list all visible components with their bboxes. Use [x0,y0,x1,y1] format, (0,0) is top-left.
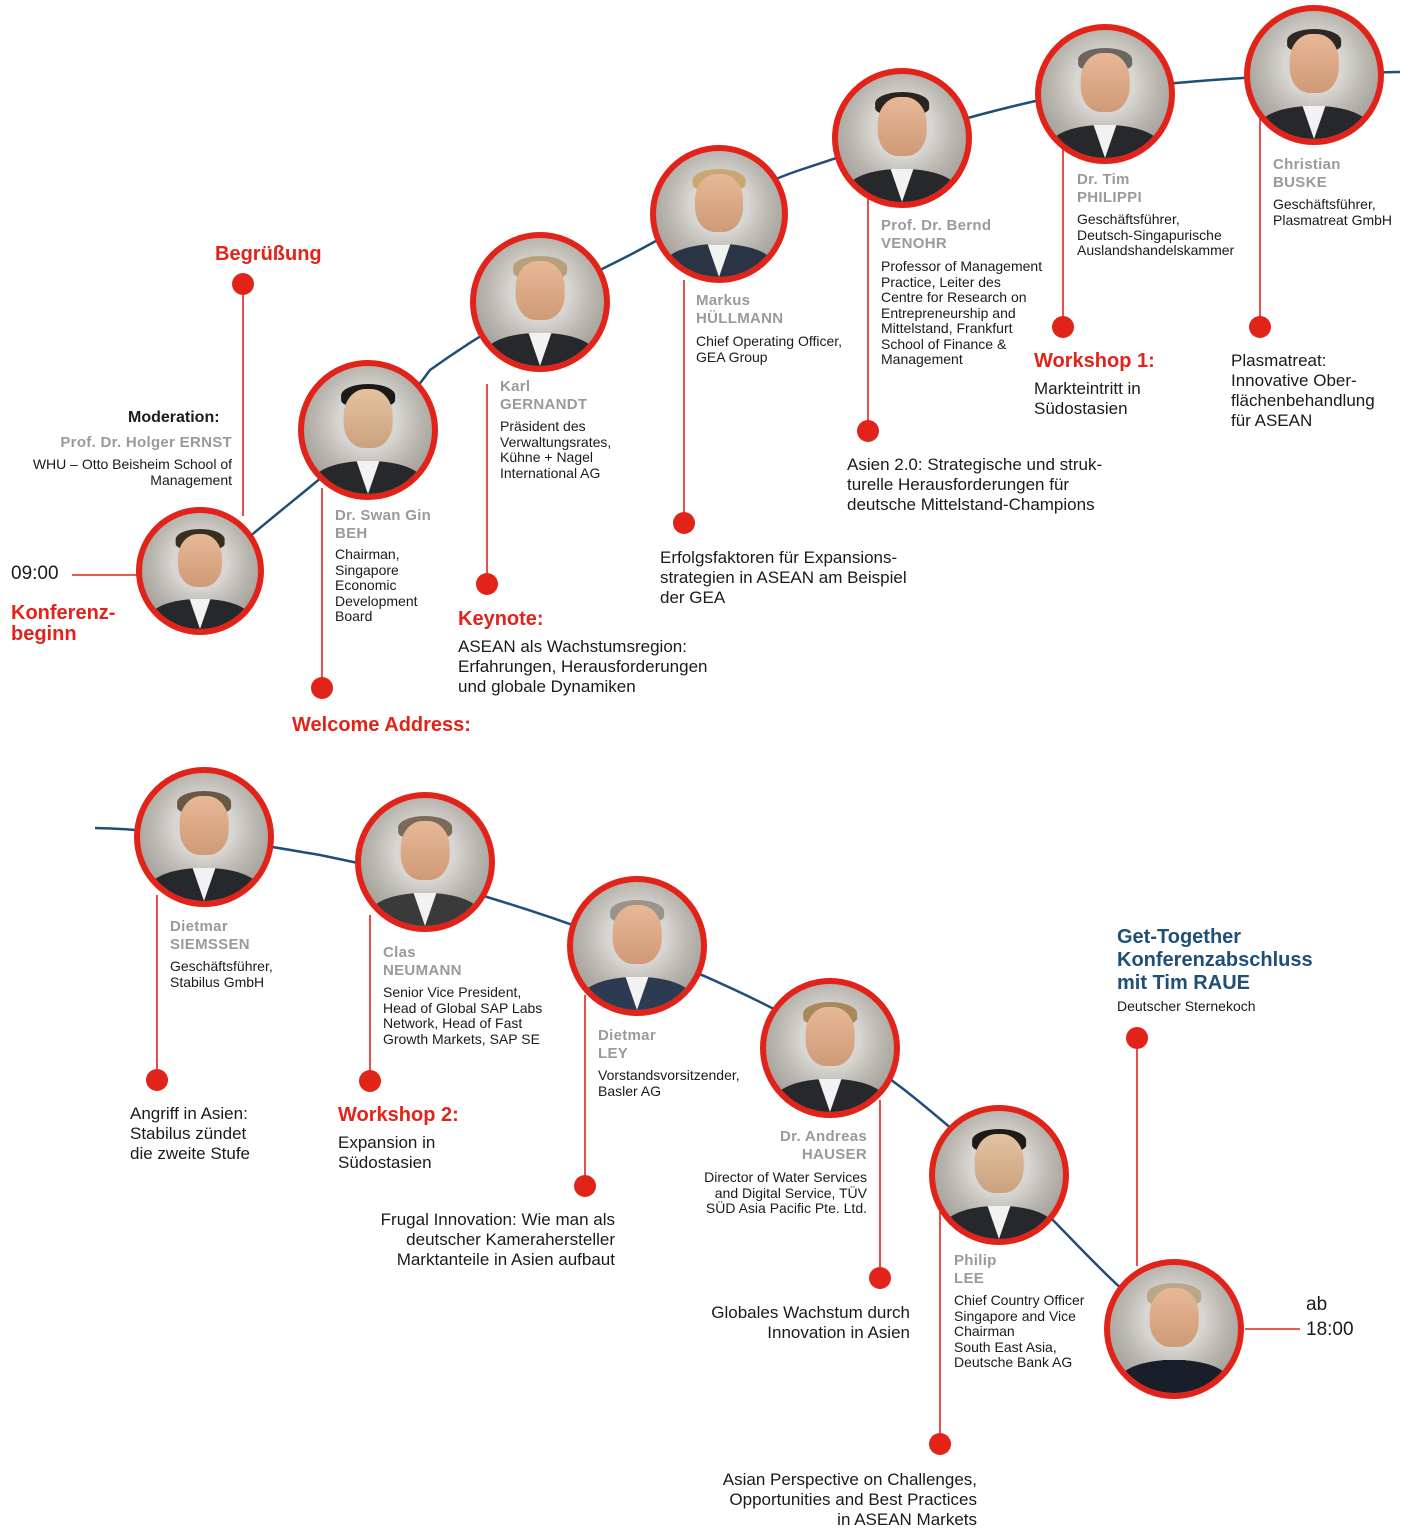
speaker-lee-first: Philip [954,1252,997,1269]
avatar-bernd-venohr [832,68,972,208]
speaker-beh-role: Chairman, Singapore Economic Development… [335,546,418,624]
closing-time-prefix: ab [1306,1294,1328,1315]
workshop2-title: Workshop 2: [338,1104,459,1126]
speaker-neumann-first: Clas [383,944,416,961]
speaker-neumann-role: Senior Vice President, Head of Global SA… [383,984,543,1047]
keynote-text: ASEAN als Wachstumsregion: Erfahrungen, … [458,637,708,696]
speaker-hauser-role: Director of Water Services and Digital S… [704,1169,867,1216]
stabilus-dot [146,1069,168,1091]
plasmatreat-dot [1249,316,1271,338]
speaker-huellmann-first: Markus [696,292,751,309]
speaker-ley-role: Vorstandsvorsitzender, Basler AG [598,1067,740,1099]
speaker-siemssen-first: Dietmar [170,918,228,935]
start-time: 09:00 [11,563,59,584]
speaker-philippi-first: Dr. Tim [1077,171,1130,188]
avatar-tim-philippi [1035,24,1175,164]
workshop1-text: Markteintritt in Südostasien [1034,379,1141,418]
avatar-karl-gernandt [470,232,610,372]
closing-title: Get-Together Konferenzabschluss mit Tim … [1117,926,1313,994]
speaker-venohr-last: VENOHR [881,235,947,252]
avatar-swan-gin-beh [298,360,438,500]
avatar-andreas-hauser [760,978,900,1118]
speaker-beh-first: Dr. Swan Gin [335,507,432,524]
speaker-buske-first: Christian [1273,156,1341,173]
workshop1-title: Workshop 1: [1034,350,1155,372]
speaker-lee-last: LEE [954,1270,985,1287]
speaker-gernandt-first: Karl [500,378,531,395]
timeline-curve-top [204,70,1401,576]
stabilus-text: Angriff in Asien: Stabilus zündet die zw… [130,1104,251,1163]
speaker-ley-first: Dietmar [598,1027,656,1044]
speaker-huellmann-last: HÜLLMANN [696,310,784,327]
start-label: Konferenz- beginn [11,602,116,645]
moderator-name: Prof. Dr. Holger ERNST [60,434,232,451]
speaker-siemssen-role: Geschäftsführer, Stabilus GmbH [170,958,273,990]
asian-dot [929,1433,951,1455]
welcome-title: Welcome Address: [292,714,471,736]
speaker-beh-last: BEH [335,525,368,542]
greeting-title: Begrüßung [215,243,322,265]
connector-lines [72,110,1300,1444]
globales-dot [869,1267,891,1289]
greeting-dot [232,273,254,295]
avatar-christian-buske [1244,5,1384,145]
gea-dot [673,512,695,534]
speaker-philippi-role: Geschäftsführer, Deutsch-Singapurische A… [1077,211,1235,258]
frugal-dot [574,1175,596,1197]
keynote-title: Keynote: [458,608,544,630]
speaker-gernandt-role: Präsident des Verwaltungsrates, Kühne + … [500,418,612,481]
speaker-huellmann-role: Chief Operating Officer, GEA Group [696,333,843,365]
closing-dot [1126,1027,1148,1049]
speaker-gernandt-last: GERNANDT [500,396,588,413]
moderator-org: WHU – Otto Beisheim School of Management [32,456,232,488]
avatar-clas-neumann [355,792,495,932]
workshop1-dot [1052,316,1074,338]
keynote-dot [476,573,498,595]
closing-subtitle: Deutscher Sternekoch [1117,998,1256,1014]
speaker-venohr-first: Prof. Dr. Bernd [881,217,992,234]
globales-text: Globales Wachstum durch Innovation in As… [711,1303,910,1342]
avatar-markus-huellmann [650,145,788,283]
asian-text: Asian Perspective on Challenges, Opportu… [722,1470,977,1529]
avatar-philip-lee [929,1105,1069,1245]
avatar-dietmar-ley [567,876,707,1016]
workshop2-text: Expansion in Südostasien [338,1133,436,1172]
avatar-dietmar-siemssen [134,767,274,907]
speaker-philippi-last: PHILIPPI [1077,189,1142,206]
moderation-label: Moderation: [128,409,220,426]
frugal-text: Frugal Innovation: Wie man als deutscher… [380,1210,615,1269]
gea-text: Erfolgsfaktoren für Expansions- strategi… [660,548,907,607]
closing-time: 18:00 [1306,1319,1354,1340]
avatar-tim-raue [1104,1259,1244,1399]
speaker-hauser-first: Dr. Andreas [780,1128,867,1145]
welcome-dot [311,677,333,699]
speaker-buske-last: BUSKE [1273,174,1328,191]
speaker-siemssen-last: SIEMSSEN [170,936,250,953]
speaker-neumann-last: NEUMANN [383,962,462,979]
speaker-hauser-last: HAUSER [801,1146,867,1163]
plasmatreat-text: Plasmatreat: Innovative Ober- flächenbeh… [1231,351,1375,430]
asien20-text: Asien 2.0: Strategische und struk- turel… [847,455,1103,514]
speaker-venohr-role: Professor of Management Practice, Leiter… [881,258,1043,367]
avatar-holger-ernst [136,507,264,635]
asien20-dot [857,420,879,442]
speaker-lee-role: Chief Country Officer Singapore and Vice… [954,1292,1085,1370]
speaker-ley-last: LEY [598,1045,629,1062]
speaker-buske-role: Geschäftsführer, Plasmatreat GmbH [1273,196,1393,228]
workshop2-dot [359,1070,381,1092]
